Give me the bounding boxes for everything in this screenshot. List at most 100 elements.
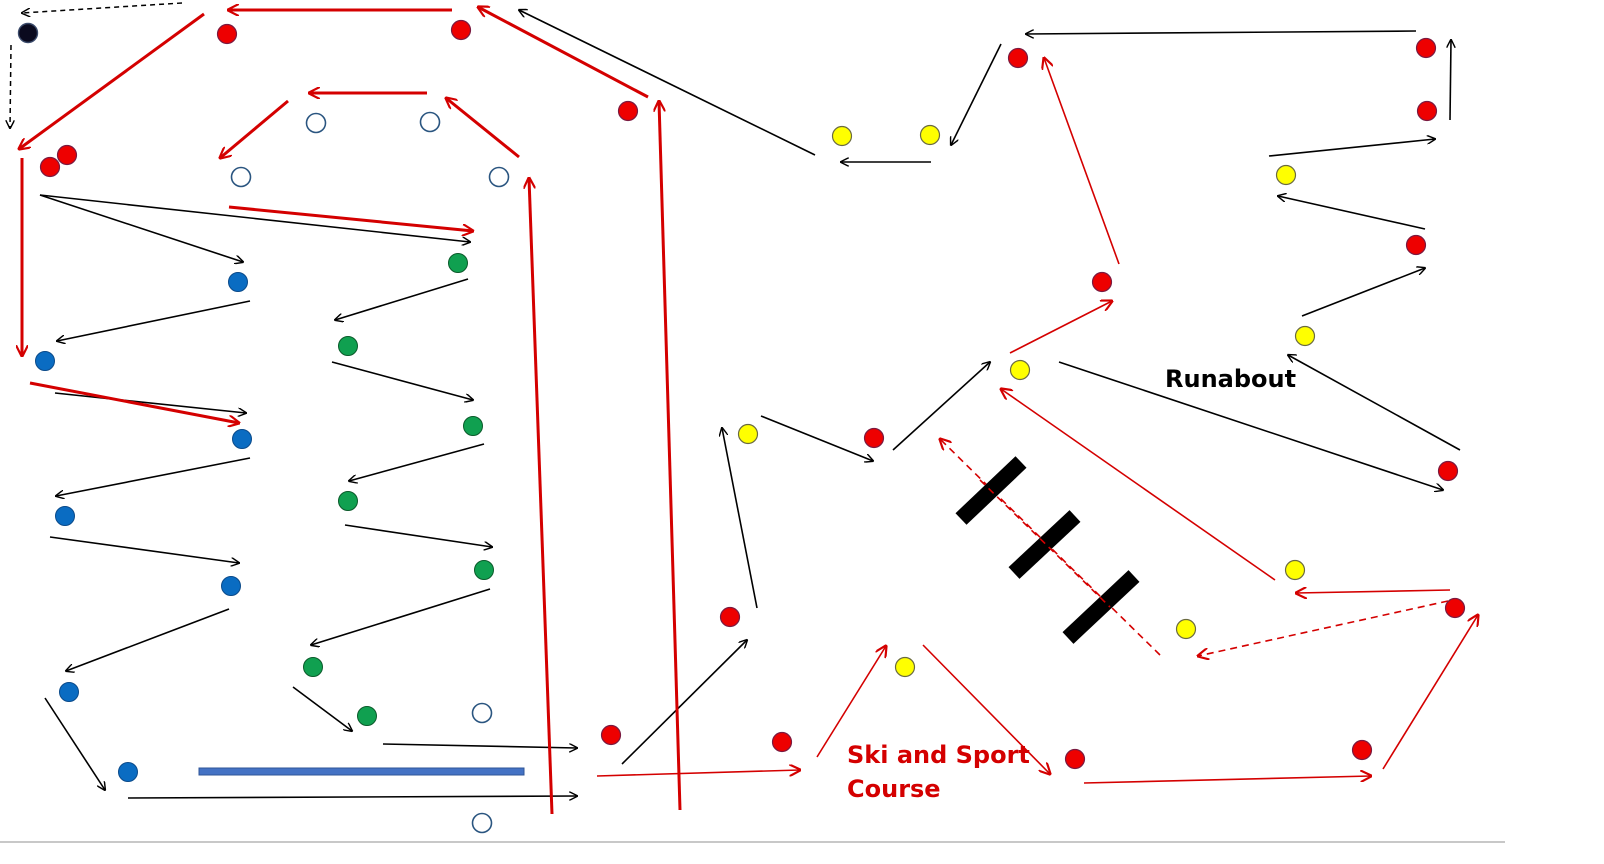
- red-cone: [1437, 460, 1459, 482]
- red-arrow: [1001, 389, 1276, 581]
- black-arrow: [1301, 268, 1425, 317]
- red-cone: [56, 144, 78, 166]
- red-dashed-path: [940, 439, 1449, 656]
- black-arrow: [519, 10, 816, 156]
- black-arrow: [331, 361, 473, 400]
- red-cone: [450, 19, 472, 41]
- red-dashed-arrow: [1198, 600, 1449, 656]
- red-cone: [863, 427, 885, 449]
- bottom-divider: [0, 841, 1505, 843]
- yellow-cone: [894, 656, 916, 678]
- black-arrow: [892, 362, 990, 451]
- black-arrow: [335, 278, 469, 320]
- red-arrow: [922, 644, 1050, 774]
- red-cone: [1416, 100, 1438, 122]
- red-cone: [1351, 739, 1373, 761]
- red-cone: [1405, 234, 1427, 256]
- yellow-cones: [737, 124, 1316, 678]
- red-arrow: [1296, 590, 1451, 593]
- white-cone: [305, 112, 327, 134]
- black-arrow: [1058, 361, 1443, 490]
- black-arrow: [951, 43, 1002, 145]
- black-arrow: [54, 392, 246, 413]
- black-arrow: [349, 443, 485, 481]
- red-arrow: [228, 205, 473, 231]
- green-cone: [338, 491, 358, 511]
- red-cone: [1415, 37, 1437, 59]
- black-arrow: [292, 686, 352, 731]
- red-arrow: [816, 646, 886, 758]
- red-cone: [719, 606, 741, 628]
- blue-cone: [221, 576, 241, 596]
- black-arrow: [127, 796, 577, 798]
- blue-cones: [35, 272, 252, 782]
- green-cone: [463, 416, 483, 436]
- black-hurdle-bar: [1062, 570, 1140, 644]
- blue-cone: [232, 429, 252, 449]
- black-arrow: [56, 457, 251, 496]
- white-cone: [471, 812, 493, 834]
- black-arrow: [344, 524, 492, 547]
- blue-cone: [35, 351, 55, 371]
- yellow-cone: [1284, 559, 1306, 581]
- yellow-cone: [1294, 325, 1316, 347]
- blue-balance-beam: [198, 767, 525, 776]
- white-cone: [230, 166, 252, 188]
- red-arrow: [659, 101, 682, 811]
- red-arrow: [1009, 301, 1112, 354]
- red-cone: [1091, 271, 1113, 293]
- yellow-cone: [831, 125, 853, 147]
- black-arrow: [57, 300, 251, 341]
- red-arrow: [29, 381, 239, 423]
- black-arrow: [1026, 31, 1417, 34]
- red-cone: [216, 23, 238, 45]
- black-arrow: [311, 588, 491, 645]
- red-cones: [39, 19, 1466, 770]
- black-arrow: [1268, 139, 1435, 157]
- black-dashed-path: [10, 2, 183, 128]
- black-arrow: [39, 194, 470, 242]
- white-cone: [471, 702, 493, 724]
- black-arrow: [66, 608, 230, 671]
- red-arrow: [1044, 58, 1120, 265]
- black-arrow: [49, 536, 239, 563]
- red-path: [19, 7, 1478, 815]
- red-arrow: [220, 99, 289, 158]
- black-arrow: [44, 697, 105, 790]
- red-arrow: [19, 12, 205, 149]
- yellow-cone: [1009, 359, 1031, 381]
- ski-sport-course-label: Ski and Sport Course: [847, 738, 1030, 806]
- red-cone: [771, 731, 793, 753]
- blue-cone: [59, 682, 79, 702]
- blue-cone: [228, 272, 248, 292]
- blue-cone: [118, 762, 138, 782]
- runabout-label: Runabout: [1165, 365, 1297, 393]
- red-arrow: [529, 178, 554, 815]
- red-arrow: [596, 770, 800, 777]
- black-arrow: [760, 415, 873, 461]
- yellow-cone: [737, 423, 759, 445]
- black-arrow: [722, 428, 758, 609]
- red-arrow: [478, 7, 649, 99]
- red-cone: [1064, 748, 1086, 770]
- red-arrow: [1382, 615, 1478, 770]
- dashed-arrow: [22, 2, 183, 13]
- red-cone: [617, 100, 639, 122]
- black-arrow: [1288, 355, 1461, 451]
- black-path: [39, 10, 1461, 798]
- red-arrow: [446, 98, 520, 159]
- black-arrow: [621, 640, 747, 765]
- red-dashed-arrow: [940, 439, 1161, 656]
- white-cone: [488, 166, 510, 188]
- navy-start-cone: [17, 22, 39, 44]
- white-cones: [230, 111, 510, 834]
- green-cones: [303, 253, 494, 726]
- ski-label-line1: Ski and Sport: [847, 741, 1030, 769]
- ski-label-line2: Course: [847, 775, 941, 803]
- black-arrow: [1450, 40, 1451, 121]
- black-arrow: [39, 194, 243, 262]
- yellow-cone: [919, 124, 941, 146]
- red-cone: [1007, 47, 1029, 69]
- obstacles: [198, 456, 1140, 776]
- green-cone: [357, 706, 377, 726]
